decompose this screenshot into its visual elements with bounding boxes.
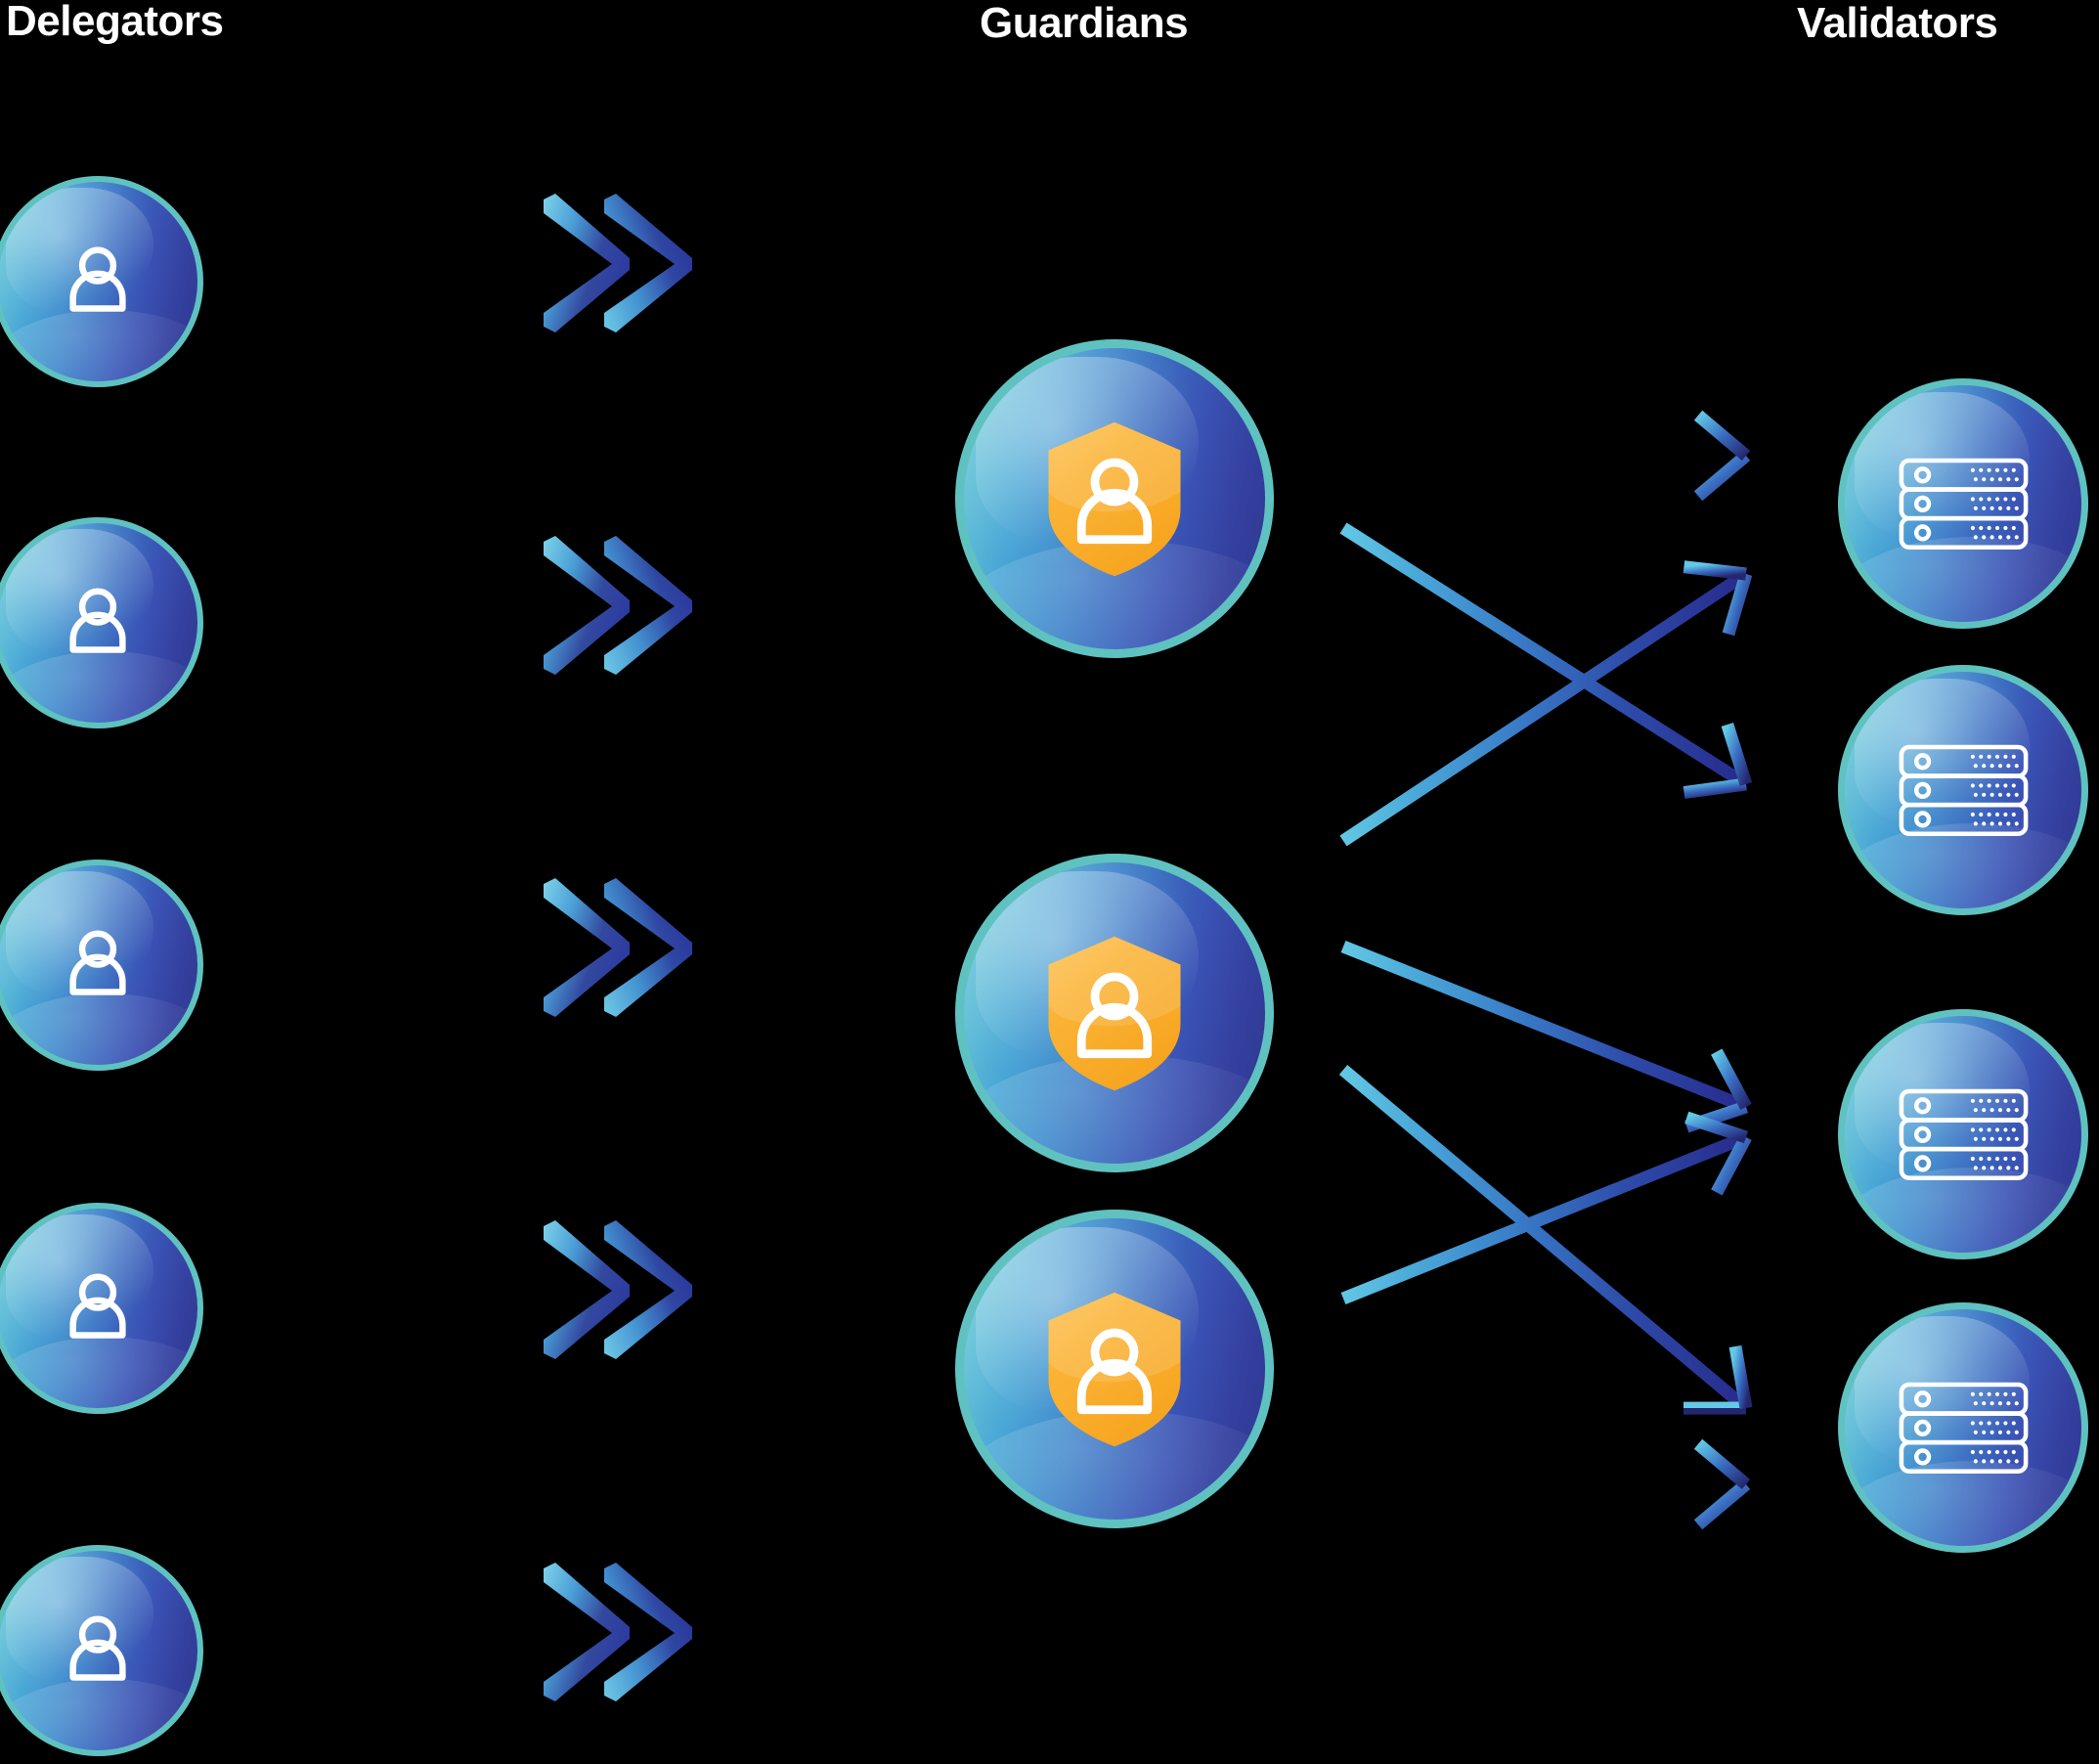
chevron-5 xyxy=(540,1563,696,1701)
guardian-2-glyph xyxy=(964,862,1265,1164)
delegator-5-node[interactable] xyxy=(0,1545,203,1756)
arrow-g2-v3 xyxy=(1340,940,1752,1133)
validator-3-node[interactable] xyxy=(1838,1009,2088,1259)
arrow-g3-v3 xyxy=(1340,1111,1752,1305)
delegator-1-node[interactable] xyxy=(0,176,203,387)
person-icon xyxy=(69,246,126,312)
validator-1-glyph xyxy=(1845,385,2081,622)
server-rack-icon xyxy=(1899,1382,2028,1474)
validator-2-glyph xyxy=(1845,672,2081,908)
guardian-3-node[interactable] xyxy=(955,1210,1274,1528)
arrow-g1-v3 xyxy=(1339,522,1753,799)
double-chevron-icon xyxy=(544,1220,692,1359)
guardian-2-node[interactable] xyxy=(955,854,1274,1172)
chevron-4 xyxy=(540,1220,696,1359)
delegator-2-node[interactable] xyxy=(0,517,203,728)
delegator-1-glyph xyxy=(0,182,197,381)
double-chevron-icon xyxy=(544,536,692,675)
double-chevron-icon xyxy=(544,878,692,1017)
delegator-4-node[interactable] xyxy=(0,1203,203,1414)
person-icon xyxy=(69,1615,126,1681)
validator-4-node[interactable] xyxy=(1838,1302,2088,1553)
shield-person-icon xyxy=(1048,1292,1181,1446)
double-chevron-icon xyxy=(544,194,692,332)
shield-person-icon xyxy=(1048,421,1181,576)
arrow-g2-v4 xyxy=(1338,1065,1753,1415)
guardian-1-node[interactable] xyxy=(955,339,1274,658)
guardian-1-glyph xyxy=(964,348,1265,649)
delegator-2-glyph xyxy=(0,523,197,723)
column-title-delegators: Delegators xyxy=(6,0,224,45)
delegator-3-node[interactable] xyxy=(0,860,203,1071)
delegator-4-glyph xyxy=(0,1209,197,1408)
double-chevron-icon xyxy=(544,1563,692,1701)
validator-3-glyph xyxy=(1845,1016,2081,1253)
arrow-g3-v4 xyxy=(1343,1438,1751,1530)
person-icon xyxy=(69,588,126,653)
column-title-validators: Validators xyxy=(1797,0,1998,47)
delegator-5-glyph xyxy=(0,1551,197,1750)
validator-1-node[interactable] xyxy=(1838,378,2088,629)
person-icon xyxy=(69,1273,126,1339)
server-rack-icon xyxy=(1899,744,2028,836)
chevron-1 xyxy=(540,194,696,332)
shield-person-icon xyxy=(1048,936,1181,1090)
server-rack-icon xyxy=(1899,458,2028,550)
validator-2-node[interactable] xyxy=(1838,665,2088,915)
arrow-g1-v1 xyxy=(1343,410,1751,502)
chevron-3 xyxy=(540,878,696,1017)
validator-4-glyph xyxy=(1845,1309,2081,1546)
chevron-2 xyxy=(540,536,696,675)
delegator-3-glyph xyxy=(0,865,197,1065)
column-title-guardians: Guardians xyxy=(980,0,1189,47)
server-rack-icon xyxy=(1899,1088,2028,1180)
person-icon xyxy=(69,930,126,995)
guardian-3-glyph xyxy=(964,1218,1265,1520)
arrow-g2-v2 xyxy=(1339,560,1753,847)
